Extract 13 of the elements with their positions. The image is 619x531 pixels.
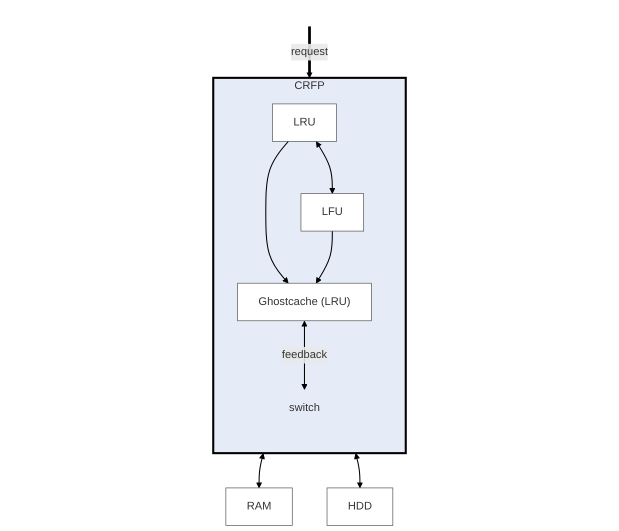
node-box: Ghostcache (LRU) [237,282,372,322]
arrow [265,141,289,284]
arrow [354,453,363,488]
edge-label: feedback [282,348,328,361]
arrow [316,141,336,194]
node-box: RAM [226,488,293,526]
arrow [316,231,333,284]
node-box: LRU [272,104,337,142]
node-text: switch [289,402,320,414]
node-box: LFU [300,193,364,232]
edge-label: request [290,46,328,58]
node-box: HDD [326,488,394,526]
arrow [256,453,265,488]
